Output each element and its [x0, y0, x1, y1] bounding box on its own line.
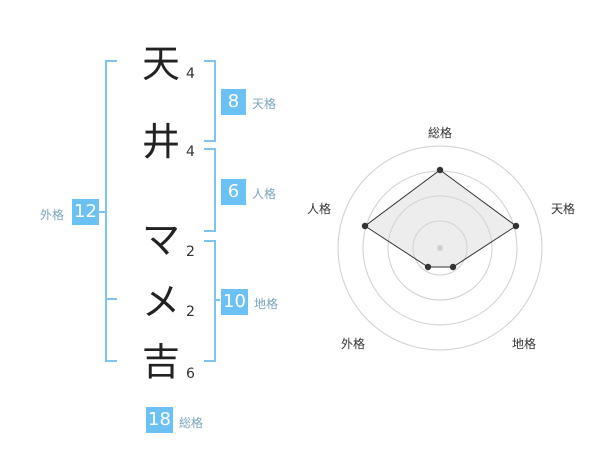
- stroke-count-5: 6: [186, 366, 195, 382]
- gaikaku-bracket-tick: [105, 298, 117, 300]
- radar-label-bottom-left: 外格: [340, 337, 365, 351]
- radar-label-right: 天格: [550, 202, 575, 216]
- tenkaku-bracket: [204, 60, 216, 142]
- name-char-3: マ: [141, 218, 180, 262]
- radar-ring-2: [387, 195, 493, 301]
- radar-ring-1: [412, 220, 468, 276]
- chikaku-bracket-tick: [214, 299, 220, 301]
- radar-point-tenkaku: [512, 222, 520, 230]
- gaikaku-label: 外格: [40, 208, 65, 222]
- radar-point-chikaku: [449, 263, 457, 271]
- name-char-4: メ: [141, 280, 180, 324]
- chikaku-label: 地格: [254, 297, 279, 311]
- jinkaku-bracket: [204, 148, 216, 232]
- name-char-2: 井: [141, 120, 180, 164]
- tenkaku-label: 天格: [252, 97, 277, 111]
- chikaku-badge: 10: [221, 289, 248, 315]
- radar-label-bottom-right: 地格: [511, 337, 536, 351]
- radar-center: [437, 245, 443, 251]
- name-char-5: 吉: [141, 340, 180, 384]
- name-char-1: 天: [141, 42, 180, 86]
- stroke-count-3: 2: [186, 244, 195, 260]
- stroke-count-4: 2: [186, 304, 195, 320]
- radar-point-gaikaku: [424, 263, 432, 271]
- chikaku-bracket: [204, 240, 216, 362]
- radar-label-left: 人格: [306, 202, 331, 216]
- radar-point-jinkaku: [361, 222, 369, 230]
- tenkaku-badge: 8: [221, 89, 246, 115]
- jinkaku-label: 人格: [252, 187, 277, 201]
- soukaku-label: 総格: [179, 416, 204, 430]
- soukaku-badge: 18: [146, 407, 173, 433]
- jinkaku-badge: 6: [221, 179, 246, 205]
- radar-point-soukaku: [436, 166, 444, 174]
- gaikaku-bracket-connector: [99, 211, 106, 213]
- radar-label-top: 総格: [427, 126, 452, 140]
- gaikaku-bracket: [105, 60, 117, 362]
- radar-polygon: [364, 169, 517, 268]
- gaikaku-badge: 12: [72, 199, 99, 225]
- stroke-count-2: 4: [186, 144, 195, 160]
- stroke-count-1: 4: [186, 66, 195, 82]
